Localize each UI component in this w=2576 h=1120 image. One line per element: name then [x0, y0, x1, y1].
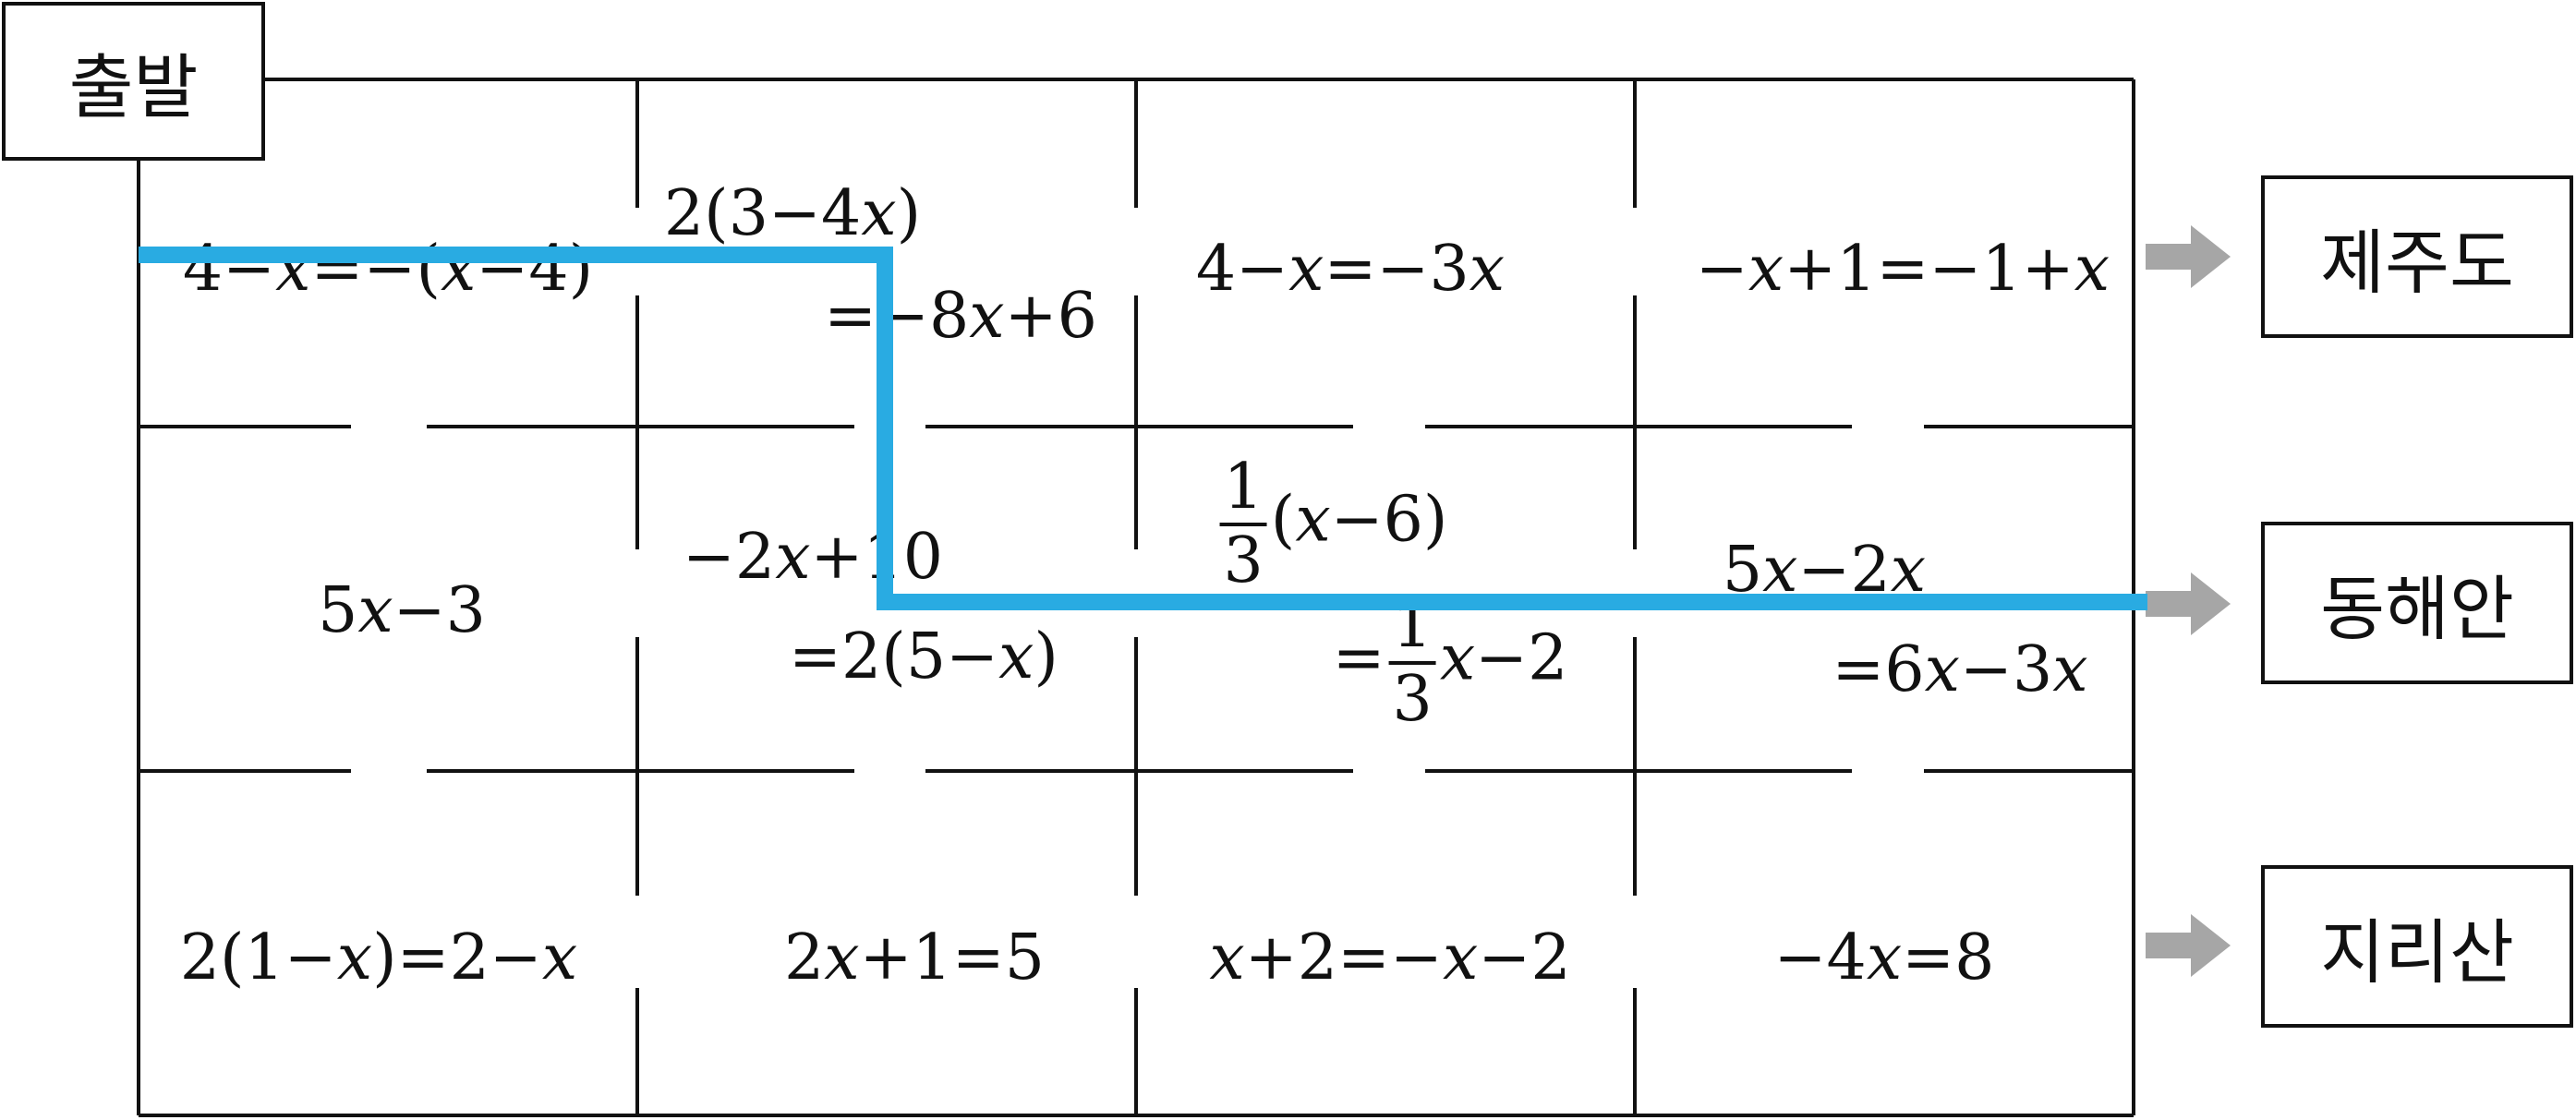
start-box: 출발 — [2, 2, 265, 161]
arrow-icon-jeju — [2146, 225, 2231, 288]
cell-expression-r2c4-line1: 5x−2x — [1722, 534, 1927, 607]
destination-jirisan: 지리산 — [2261, 865, 2573, 1028]
destination-jeju: 제주도 — [2261, 175, 2573, 338]
cell-expression-r3c3-line1: x+2=−x−2 — [1209, 921, 1571, 994]
cell-expression-r2c1-line1: 5x−3 — [318, 574, 486, 647]
destination-label: 지리산 — [2320, 911, 2514, 994]
cell-expression-r2c2-line2: =2(5−x) — [789, 620, 1058, 693]
cell-expression-r2c4-line2: =6x−3x — [1832, 633, 2088, 706]
cell-expression-r2c2-line1: −2x+10 — [682, 521, 944, 594]
cell-expression-r3c1-line1: 2(1−x)=2−x — [179, 921, 578, 994]
cell-expression-r1c2-line1: 2(3−4x) — [663, 177, 922, 250]
cell-expression-r1c3-line1: 4−x=−3x — [1195, 233, 1506, 306]
arrows — [2146, 225, 2231, 977]
cell-expression-r3c4-line1: −4x=8 — [1773, 921, 1995, 994]
cell-expression-r1c4-line1: −x+1=−1+x — [1695, 233, 2110, 306]
destination-label: 제주도 — [2320, 222, 2514, 304]
destination-donghaean: 동해안 — [2261, 522, 2573, 684]
arrow-icon-jirisan — [2146, 914, 2231, 977]
start-label: 출발 — [68, 46, 199, 128]
destination-label: 동해안 — [2320, 568, 2514, 650]
cell-expression-r3c2-line1: 2x+1=5 — [783, 921, 1046, 994]
cell-expression-r1c2-line2: =−8x+6 — [824, 280, 1097, 353]
cell-expression-r1c1-line1: 4−x=−(x−4) — [182, 233, 594, 306]
arrow-icon-donghaean — [2146, 572, 2231, 635]
